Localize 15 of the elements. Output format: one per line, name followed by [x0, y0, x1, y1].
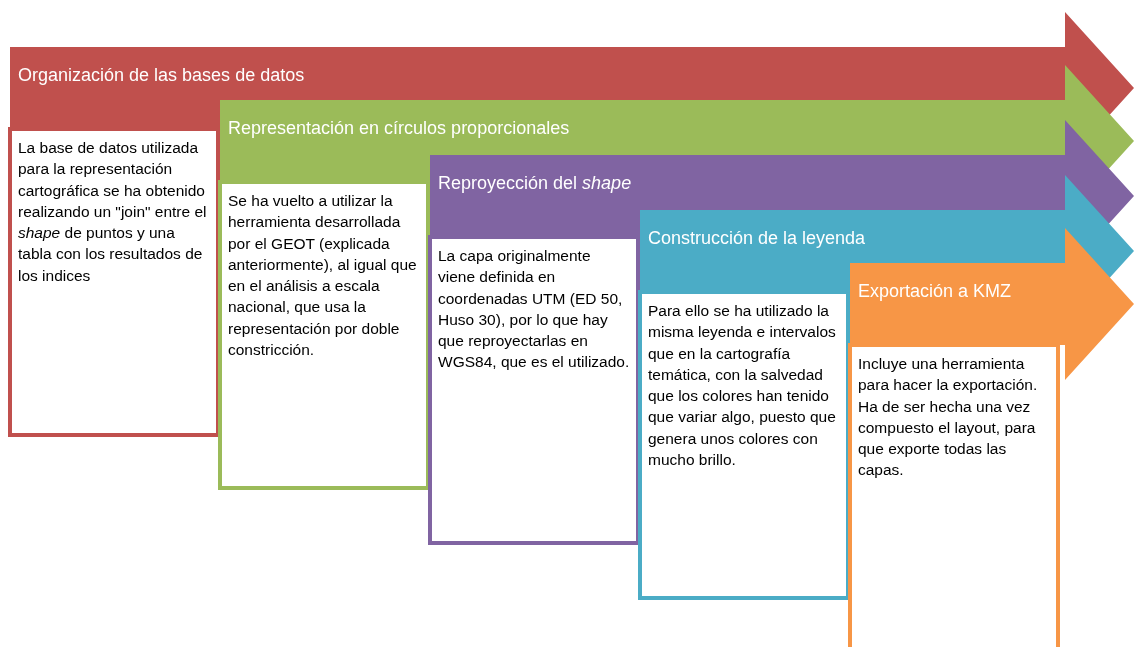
description-box — [218, 180, 430, 490]
description-text: Incluye una herramienta para hacer la exportación. Ha de ser hecha una vez compuesto el layout, para que exporte todas las capas. — [858, 355, 1038, 479]
description-box — [428, 235, 640, 545]
step-title: Representación en círculos proporcionales — [228, 118, 570, 138]
description-text: La capa originalmente viene definida en coordenadas UTM (ED 50, Huso 30), por lo que hay que reproyectarlas en WGS84, que es el utilizado. — [438, 247, 630, 371]
description-text: Para ello se ha utilizado la misma leyenda e intervalos que en la cartografía temática, con la salvedad que los colores han tenido que variar algo, puesto que genera unos colores con mucho brillo. — [648, 302, 836, 469]
description-box — [848, 343, 1060, 647]
description-box — [8, 127, 220, 437]
description-text: La base de datos utilizada para la representación cartográfica se ha obtenido realizando un "join" entre el shape de puntos y una tabla con los resultados de los indices — [18, 139, 207, 284]
description-box — [638, 290, 850, 600]
description-text: Se ha vuelto a utilizar la herramienta desarrollada por el GEOT (explicada anteriormente), al igual que en el análisis a escala nacional, que usa la representación por doble constricción. — [228, 192, 417, 359]
step-title: Exportación a KMZ — [858, 281, 1012, 301]
step-title: Reproyección del shape — [438, 173, 632, 193]
step-title: Organización de las bases de datos — [18, 65, 305, 85]
step-title: Construcción de la leyenda — [648, 228, 866, 248]
